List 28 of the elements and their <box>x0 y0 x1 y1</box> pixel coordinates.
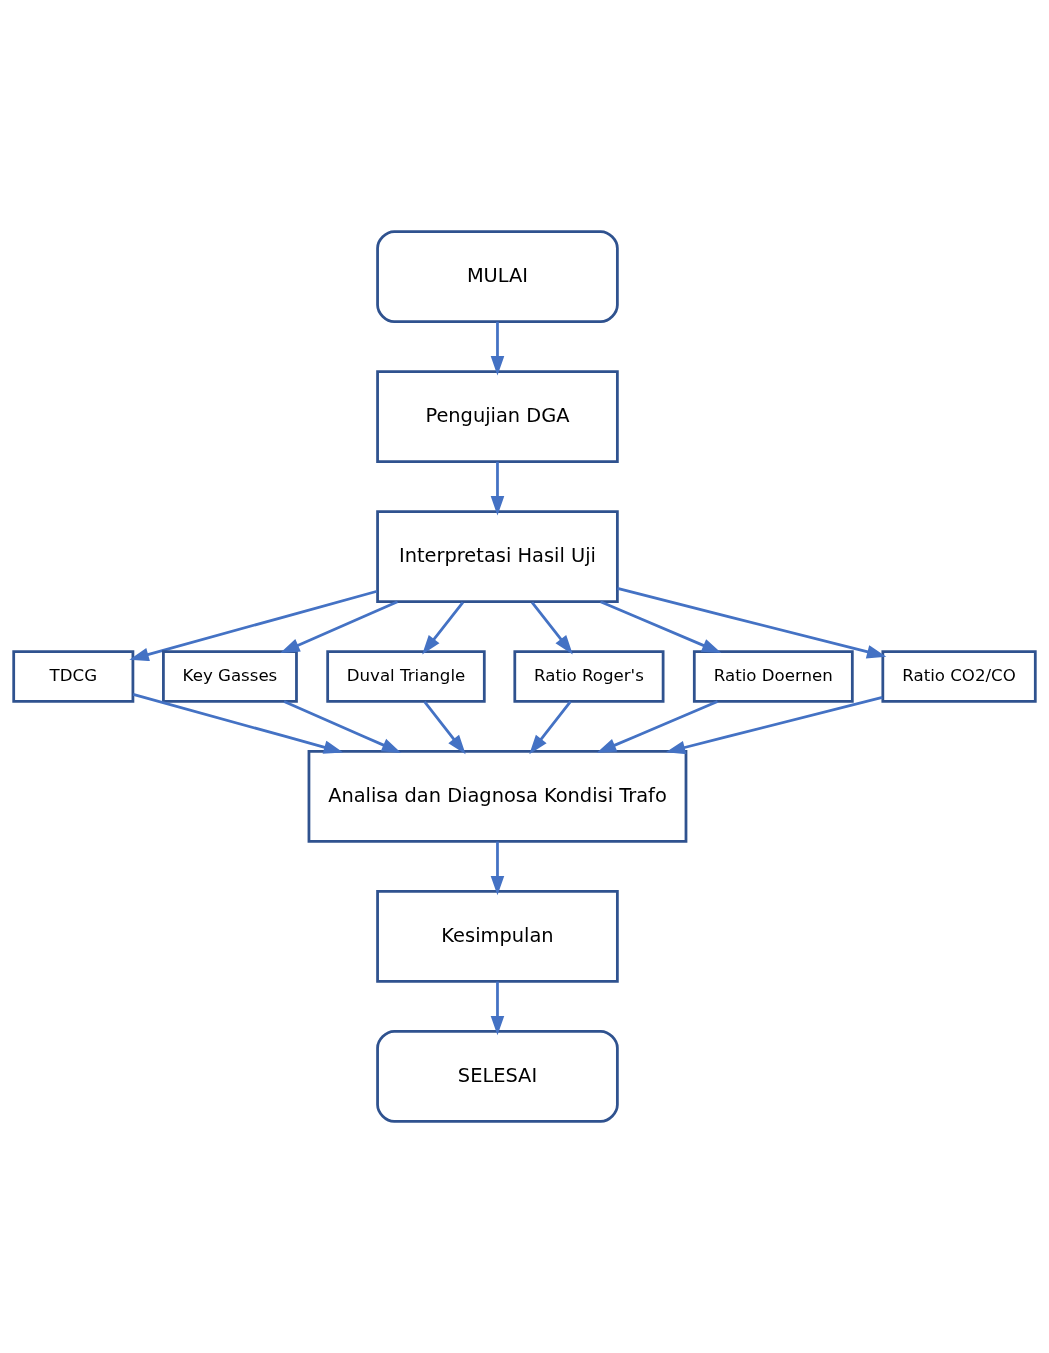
node-box: Key Gasses <box>162 650 298 703</box>
arrow <box>423 700 466 755</box>
arrow <box>490 461 505 516</box>
arrow <box>617 587 887 659</box>
arrow <box>132 693 344 754</box>
node-box: Ratio CO2/CO <box>881 650 1037 703</box>
arrow <box>422 601 464 655</box>
arrow <box>283 700 402 753</box>
arrow <box>529 700 572 755</box>
node-box: Kesimpulan <box>376 889 619 983</box>
node-box: Duval Triangle <box>326 650 486 703</box>
node-box: TDCG <box>12 650 135 703</box>
arrow <box>129 589 378 662</box>
arrow <box>490 841 505 896</box>
arrow <box>530 601 573 655</box>
node-box: Pengujian DGA <box>376 370 619 464</box>
node-box: MULAI <box>376 230 619 324</box>
arrow <box>600 600 722 654</box>
arrow <box>665 696 883 755</box>
node-box: Interpretasi Hasil Uji <box>376 510 619 604</box>
node-box: SELESAI <box>376 1029 619 1123</box>
node-box: Ratio Doernen <box>692 650 854 703</box>
arrow <box>280 600 399 654</box>
arrow <box>490 981 505 1036</box>
node-box: Analisa dan Diagnosa Kondisi Trafo <box>307 749 688 843</box>
arrow <box>596 700 719 753</box>
node-box: Ratio Roger's <box>513 650 665 703</box>
arrow <box>490 321 505 376</box>
